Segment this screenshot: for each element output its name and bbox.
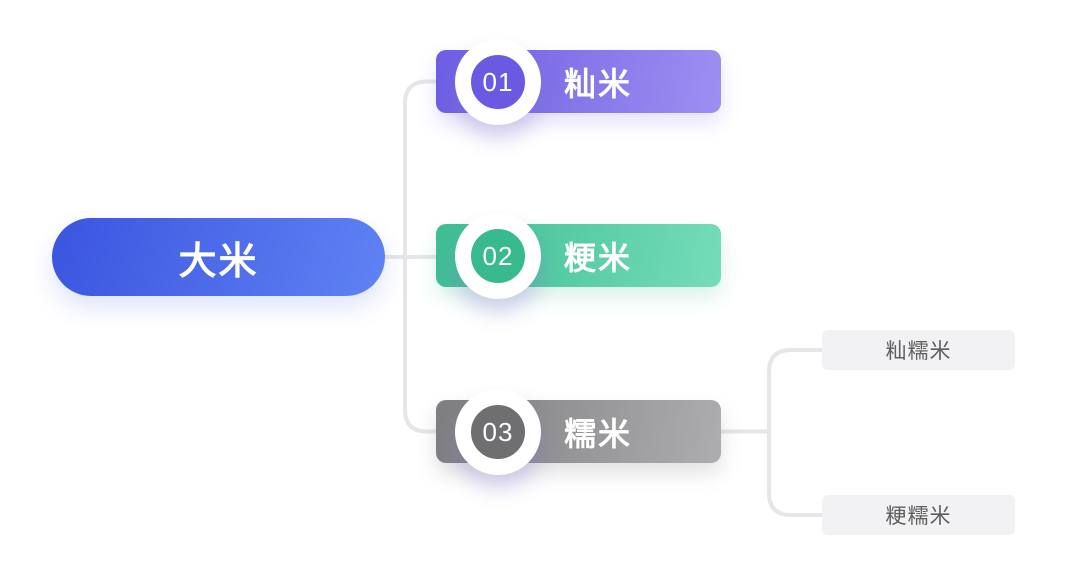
branch-number: 01	[482, 66, 514, 97]
branch-label: 糯米	[564, 415, 633, 452]
branch-node-nuomi[interactable]: 03 糯米	[436, 389, 721, 475]
leaf-label: 粳糯米	[885, 505, 952, 528]
branch-number-badge-01: 01	[455, 39, 541, 125]
branch-label: 籼米	[564, 65, 633, 102]
branch-number: 03	[482, 416, 514, 447]
branch-label: 粳米	[564, 239, 633, 276]
leaf-node-xiannuomi[interactable]: 籼糯米	[822, 330, 1015, 370]
branch-node-jingmi[interactable]: 02 粳米	[436, 213, 721, 299]
root-node-label: 大米	[178, 240, 259, 283]
branch-number-badge-02: 02	[455, 213, 541, 299]
branch-node-xianmi[interactable]: 01 籼米	[436, 39, 721, 125]
branch-number-badge-03: 03	[455, 389, 541, 475]
leaf-label: 籼糯米	[885, 340, 952, 363]
leaf-node-jingnuomi[interactable]: 粳糯米	[822, 495, 1015, 535]
branch-number: 02	[482, 240, 514, 271]
root-node-dami[interactable]: 大米	[52, 218, 385, 296]
connector-trunk2-leaves	[767, 348, 822, 517]
connector-trunk-branches	[403, 79, 436, 434]
